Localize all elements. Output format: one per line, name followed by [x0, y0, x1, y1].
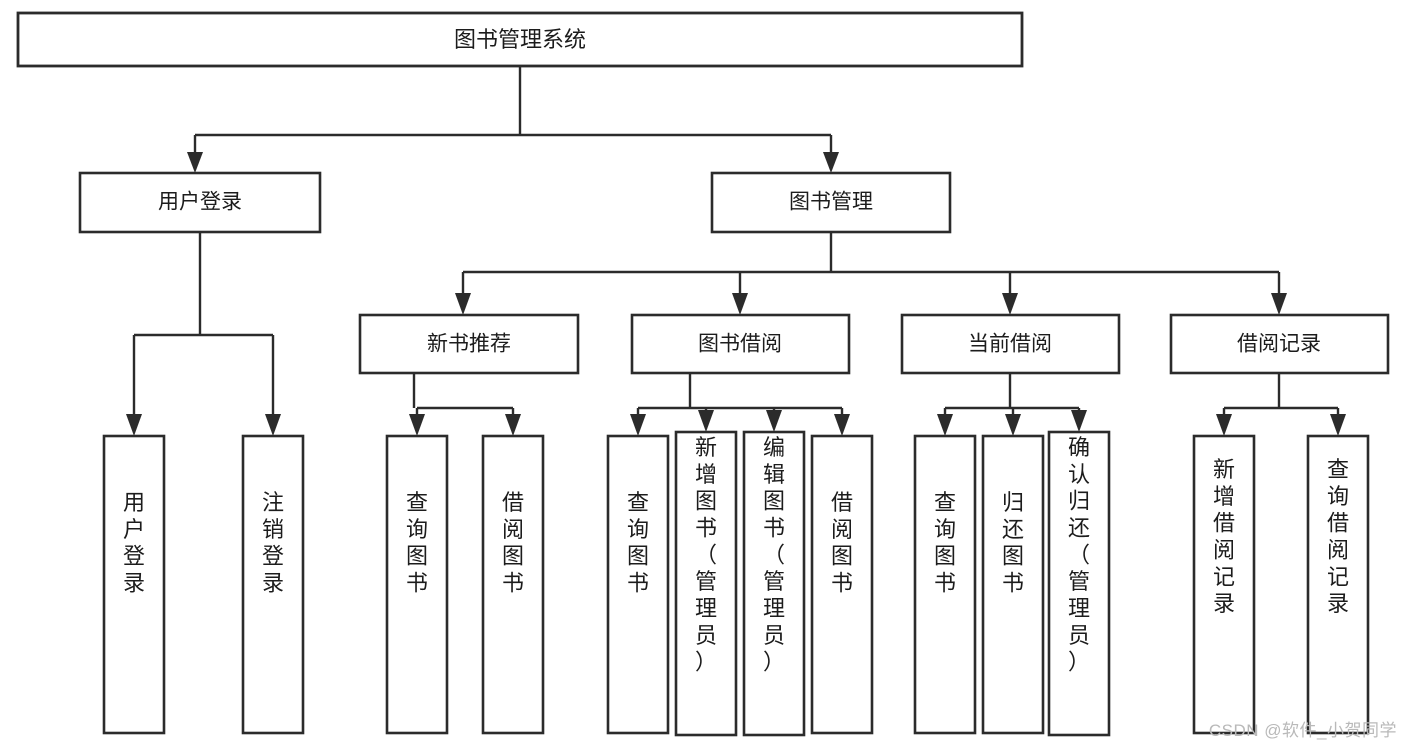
leaf-add-borrow-record[interactable]: 新增借阅记录 [1192, 434, 1256, 735]
leaf-return-book-box-shape[interactable] [981, 434, 1045, 735]
leaf-return-book[interactable]: 归还图书 [981, 434, 1045, 735]
leaf-add-borrow-record-box-shape[interactable] [1192, 434, 1256, 735]
leaf-query-borrow-record[interactable]: 查询借阅记录 [1306, 434, 1370, 735]
node-borrow-record[interactable]: 借阅记录 [1169, 313, 1390, 375]
arrow-head-leaf-query-record [1330, 414, 1346, 436]
user-login-label: 用户登录 [158, 191, 242, 214]
root-box-shape[interactable] [16, 11, 1024, 68]
node-new-book-recommend[interactable]: 新书推荐 [358, 313, 580, 375]
leaf-return-book-label: 归还图书 [1002, 490, 1024, 596]
leaf-add-book-box-shape[interactable] [674, 430, 738, 737]
user-login-box-shape[interactable] [78, 171, 322, 234]
leaf-user-login-box-shape[interactable] [102, 434, 166, 735]
leaf-edit-book-box-shape[interactable] [742, 430, 806, 737]
leaf-borrow-book-recommend-box-shape[interactable] [481, 434, 545, 735]
leaf-user-login[interactable]: 用户登录 [102, 434, 166, 735]
arrow-head-leaf-confirm-return [1071, 410, 1087, 432]
leaf-logout-box-shape[interactable] [241, 434, 305, 735]
root-label: 图书管理系统 [454, 27, 586, 52]
leaf-query-book-recommend-box-shape[interactable] [385, 434, 449, 735]
leaf-query-book-current-label: 查询图书 [934, 490, 956, 596]
leaf-query-borrow-record-box-shape[interactable] [1306, 434, 1370, 735]
leaf-user-login-label: 用户登录 [123, 490, 145, 596]
book-management-box-shape[interactable] [710, 171, 952, 234]
leaf-logout[interactable]: 注销登录 [241, 434, 305, 735]
connector-layer [126, 66, 1346, 436]
leaf-add-book-label: 新增图书（管理员） [695, 435, 717, 675]
book-management-label: 图书管理 [789, 191, 873, 214]
leaf-query-book-recommend-label: 查询图书 [406, 490, 428, 596]
arrow-head-leaf-add-record [1216, 414, 1232, 436]
leaf-borrow-book-borrow[interactable]: 借阅图书 [810, 434, 874, 735]
node-current-borrow[interactable]: 当前借阅 [900, 313, 1121, 375]
leaf-add-borrow-record-label: 新增借阅记录 [1213, 457, 1235, 616]
arrow-head-userlogin [187, 152, 203, 173]
leaf-query-book-current-box-shape[interactable] [913, 434, 977, 735]
borrow-record-label: 借阅记录 [1237, 333, 1321, 356]
arrow-head-leaf-logout [265, 414, 281, 436]
leaf-query-book-current[interactable]: 查询图书 [913, 434, 977, 735]
arrow-head-leaf-user-login [126, 414, 142, 436]
book-borrow-box-shape[interactable] [630, 313, 851, 375]
leaf-borrow-book-recommend-label: 借阅图书 [502, 490, 524, 596]
current-borrow-label: 当前借阅 [968, 333, 1052, 356]
new-book-recommend-box-shape[interactable] [358, 313, 580, 375]
borrow-record-box-shape[interactable] [1169, 313, 1390, 375]
leaf-edit-book[interactable]: 编辑图书（管理员） [742, 430, 806, 737]
leaf-confirm-return-box-shape[interactable] [1047, 430, 1111, 737]
leaf-query-book-recommend[interactable]: 查询图书 [385, 434, 449, 735]
arrow-head-leaf-query-book-2 [630, 414, 646, 436]
node-user-login[interactable]: 用户登录 [78, 171, 322, 234]
arrow-head-leaf-borrow-book-2 [834, 414, 850, 436]
csdn-watermark: CSDN @软件_小贺同学 [1208, 721, 1397, 740]
arrow-head-leaf-query-book-3 [937, 414, 953, 436]
leaf-borrow-book-recommend[interactable]: 借阅图书 [481, 434, 545, 735]
arrow-head-leaf-borrow-book-1 [505, 414, 521, 436]
leaf-query-borrow-record-label: 查询借阅记录 [1327, 457, 1349, 616]
arrow-head-leaf-add-book [698, 410, 714, 432]
arrow-head-newbook [455, 293, 471, 315]
new-book-recommend-label: 新书推荐 [427, 333, 511, 356]
current-borrow-box-shape[interactable] [900, 313, 1121, 375]
node-book-borrow[interactable]: 图书借阅 [630, 313, 851, 375]
arrow-head-leaf-query-book-1 [409, 414, 425, 436]
arrow-head-leaf-return-book [1005, 414, 1021, 436]
leaf-confirm-return[interactable]: 确认归还（管理员） [1047, 430, 1111, 737]
node-book-management[interactable]: 图书管理 [710, 171, 952, 234]
arrow-head-leaf-edit-book [766, 410, 782, 432]
leaf-confirm-return-label: 确认归还（管理员） [1068, 435, 1090, 675]
leaf-edit-book-label: 编辑图书（管理员） [763, 435, 785, 675]
node-root[interactable]: 图书管理系统 [16, 11, 1024, 68]
book-borrow-label: 图书借阅 [698, 333, 782, 356]
arrow-head-borrow [732, 293, 748, 315]
arrow-head-bookmgmt [823, 152, 839, 173]
leaf-borrow-book-borrow-box-shape[interactable] [810, 434, 874, 735]
leaf-borrow-book-borrow-label: 借阅图书 [831, 490, 853, 596]
leaf-query-book-borrow-label: 查询图书 [627, 490, 649, 596]
arrow-head-current [1002, 293, 1018, 315]
leaf-query-book-borrow-box-shape[interactable] [606, 434, 670, 735]
leaf-query-book-borrow[interactable]: 查询图书 [606, 434, 670, 735]
arrow-head-record [1271, 293, 1287, 315]
leaf-add-book[interactable]: 新增图书（管理员） [674, 430, 738, 737]
leaf-logout-label: 注销登录 [262, 490, 284, 596]
